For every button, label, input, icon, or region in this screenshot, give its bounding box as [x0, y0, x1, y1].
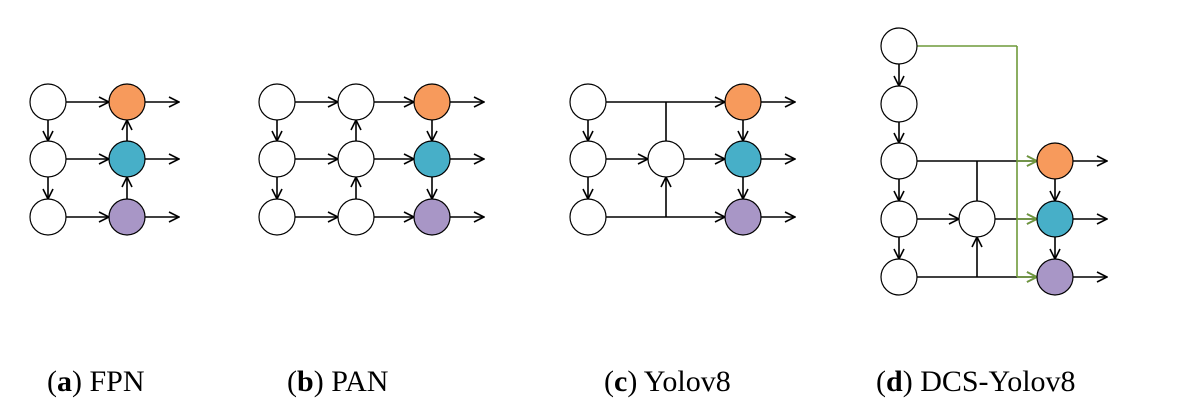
dcs-out-node-top: [1036, 142, 1074, 180]
dcs-out-node-mid: [1036, 200, 1074, 238]
pan-topdown-node-0: [337, 83, 375, 121]
caption-b-name: PAN: [331, 365, 389, 398]
caption-a: (a) FPN: [47, 365, 145, 398]
dcs-out-node-bottom: [1036, 258, 1074, 296]
caption-b-letter: b: [297, 365, 314, 398]
yolov8-fusion-node: [647, 140, 685, 178]
yolov8-out-node-top: [724, 83, 762, 121]
caption-d: (d) DCS-Yolov8: [876, 365, 1076, 398]
pan-backbone-node-2: [258, 198, 296, 236]
pan-backbone-node-1: [258, 140, 296, 178]
dcs-backbone-node-0: [880, 27, 918, 65]
caption-d-name: DCS-Yolov8: [920, 365, 1076, 398]
fpn-backbone-node-1: [29, 140, 67, 178]
caption-c: (c) Yolov8: [604, 365, 731, 398]
dcs-backbone-node-1: [880, 85, 918, 123]
pan-topdown-node-2: [337, 198, 375, 236]
dcs-fusion-node: [958, 200, 996, 238]
caption-c-name: Yolov8: [643, 365, 731, 398]
dcs-backbone-node-3: [880, 200, 918, 238]
pan-out-node-top: [413, 83, 451, 121]
caption-c-letter: c: [614, 365, 628, 398]
fpn-out-node-mid: [108, 140, 146, 178]
pan-topdown-node-1: [337, 140, 375, 178]
yolov8-out-node-bottom: [724, 198, 762, 236]
pan-backbone-node-0: [258, 83, 296, 121]
yolov8-backbone-node-0: [569, 83, 607, 121]
caption-a-name: FPN: [89, 365, 145, 398]
fpn-backbone-node-2: [29, 198, 67, 236]
yolov8-backbone-node-1: [569, 140, 607, 178]
caption-b: (b) PAN: [287, 365, 389, 398]
pan-out-node-mid: [413, 140, 451, 178]
pan-out-node-bottom: [413, 198, 451, 236]
fpn-out-node-top: [108, 83, 146, 121]
fpn-out-node-bottom: [108, 198, 146, 236]
dcs-backbone-node-4: [880, 258, 918, 296]
yolov8-backbone-node-2: [569, 198, 607, 236]
dcs-backbone-node-2: [880, 142, 918, 180]
fpn-backbone-node-0: [29, 83, 67, 121]
yolov8-out-node-mid: [724, 140, 762, 178]
caption-d-letter: d: [886, 365, 903, 398]
caption-a-letter: a: [57, 365, 72, 398]
